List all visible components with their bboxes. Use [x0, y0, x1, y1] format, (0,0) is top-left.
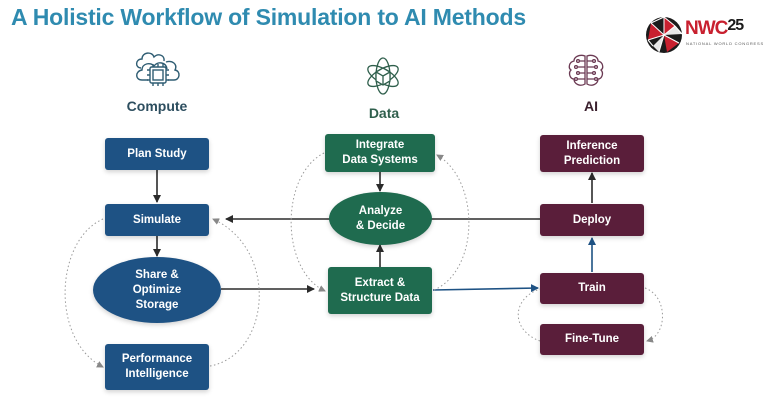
node-extract-structure-data[interactable]: Extract & Structure Data: [328, 267, 432, 314]
dotted-loop-right-compute: [209, 218, 260, 367]
node-plan-study[interactable]: Plan Study: [105, 138, 209, 170]
logo-name: NWC: [685, 18, 728, 39]
dotted-loop-left-compute: [64, 218, 104, 368]
arrow-extract-to-train: [432, 284, 539, 293]
node-performance-intelligence[interactable]: Performance Intelligence: [105, 344, 209, 390]
node-fine-tune[interactable]: Fine-Tune: [540, 324, 644, 355]
page-title: A Holistic Workflow of Simulation to AI …: [11, 4, 526, 30]
geodesic-globe-icon: [646, 16, 683, 53]
column-header-data: Data: [368, 105, 400, 121]
node-inference-prediction[interactable]: Inference Prediction: [540, 135, 644, 172]
atom-cube-icon: [367, 57, 399, 95]
node-share-optimize-storage[interactable]: Share & Optimize Storage: [93, 257, 221, 323]
circuit-brain-icon: [568, 54, 604, 86]
dotted-loop-left-data: [290, 152, 326, 292]
dotted-loop-right-data: [433, 154, 470, 291]
cloud-chip-icon: [135, 52, 180, 86]
node-deploy[interactable]: Deploy: [540, 204, 644, 236]
node-integrate-data-systems[interactable]: Integrate Data Systems: [325, 134, 435, 172]
dotted-loop-left-ai: [517, 288, 541, 342]
logo-number: 25: [727, 17, 744, 34]
dotted-loop-right-ai: [644, 287, 663, 343]
column-header-compute: Compute: [126, 98, 188, 114]
logo-tagline: NATIONAL WORLD CONGRESS: [686, 41, 764, 46]
column-header-ai: AI: [584, 98, 598, 114]
node-simulate[interactable]: Simulate: [105, 204, 209, 236]
node-train[interactable]: Train: [540, 273, 644, 304]
node-analyze-decide[interactable]: Analyze & Decide: [329, 192, 432, 245]
nwc25-logo: NWC25 NATIONAL WORLD CONGRESS: [645, 14, 765, 58]
